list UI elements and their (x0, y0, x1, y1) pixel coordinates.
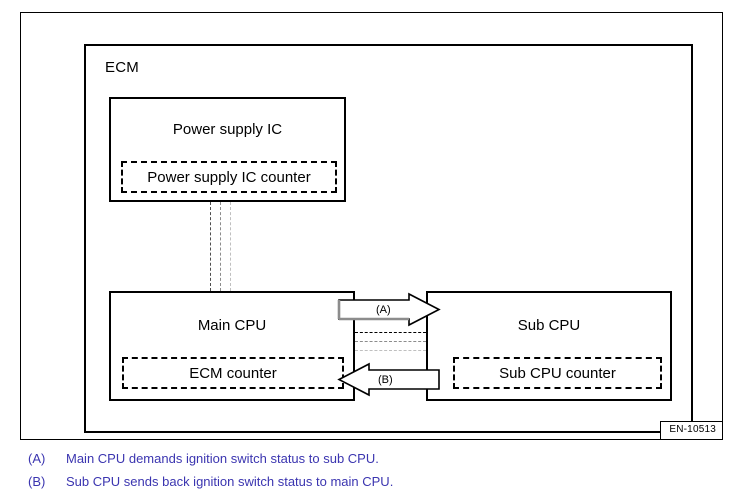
arrow-b-label: (B) (378, 374, 393, 386)
power-supply-ic-title: Power supply IC (172, 121, 283, 138)
caption-item-b-key: (B) (28, 474, 46, 489)
psic-to-main-cpu-bus-line-2 (220, 202, 221, 291)
arrow-b-left-icon (337, 362, 440, 397)
sub-cpu-title: Sub CPU (517, 317, 581, 334)
cpu-interlink-bus-line-1 (355, 332, 426, 333)
main-cpu-title: Main CPU (197, 317, 267, 334)
figure-id-label: EN-10513 (660, 421, 722, 439)
arrow-a-right-icon (337, 292, 441, 327)
cpu-interlink-bus-line-2 (355, 341, 426, 342)
sub-cpu-counter-box: Sub CPU counter (453, 357, 662, 389)
figure-caption: (A) Main CPU demands ignition switch sta… (28, 450, 718, 496)
cpu-interlink-bus-line-3 (355, 350, 426, 351)
arrow-a-label: (A) (376, 304, 391, 316)
sub-cpu-counter-label: Sub CPU counter (499, 364, 616, 382)
ecm-enclosure-label: ECM (105, 59, 139, 76)
caption-item-b-text: Sub CPU sends back ignition switch statu… (66, 474, 394, 489)
psic-to-main-cpu-bus-line-1 (210, 202, 211, 291)
power-supply-ic-counter-box: Power supply IC counter (121, 161, 337, 193)
power-supply-ic-counter-label: Power supply IC counter (147, 168, 311, 186)
caption-item-b: (B) Sub CPU sends back ignition switch s… (28, 473, 718, 490)
caption-item-a-key: (A) (28, 451, 46, 466)
caption-item-a-text: Main CPU demands ignition switch status … (66, 451, 379, 466)
caption-item-a: (A) Main CPU demands ignition switch sta… (28, 450, 718, 467)
psic-to-main-cpu-bus-line-3 (230, 202, 231, 291)
figure-frame: ECM Power supply IC Power supply IC coun… (20, 12, 723, 440)
ecm-counter-box: ECM counter (122, 357, 344, 389)
ecm-enclosure-box (84, 44, 693, 433)
ecm-counter-label: ECM counter (189, 364, 277, 382)
